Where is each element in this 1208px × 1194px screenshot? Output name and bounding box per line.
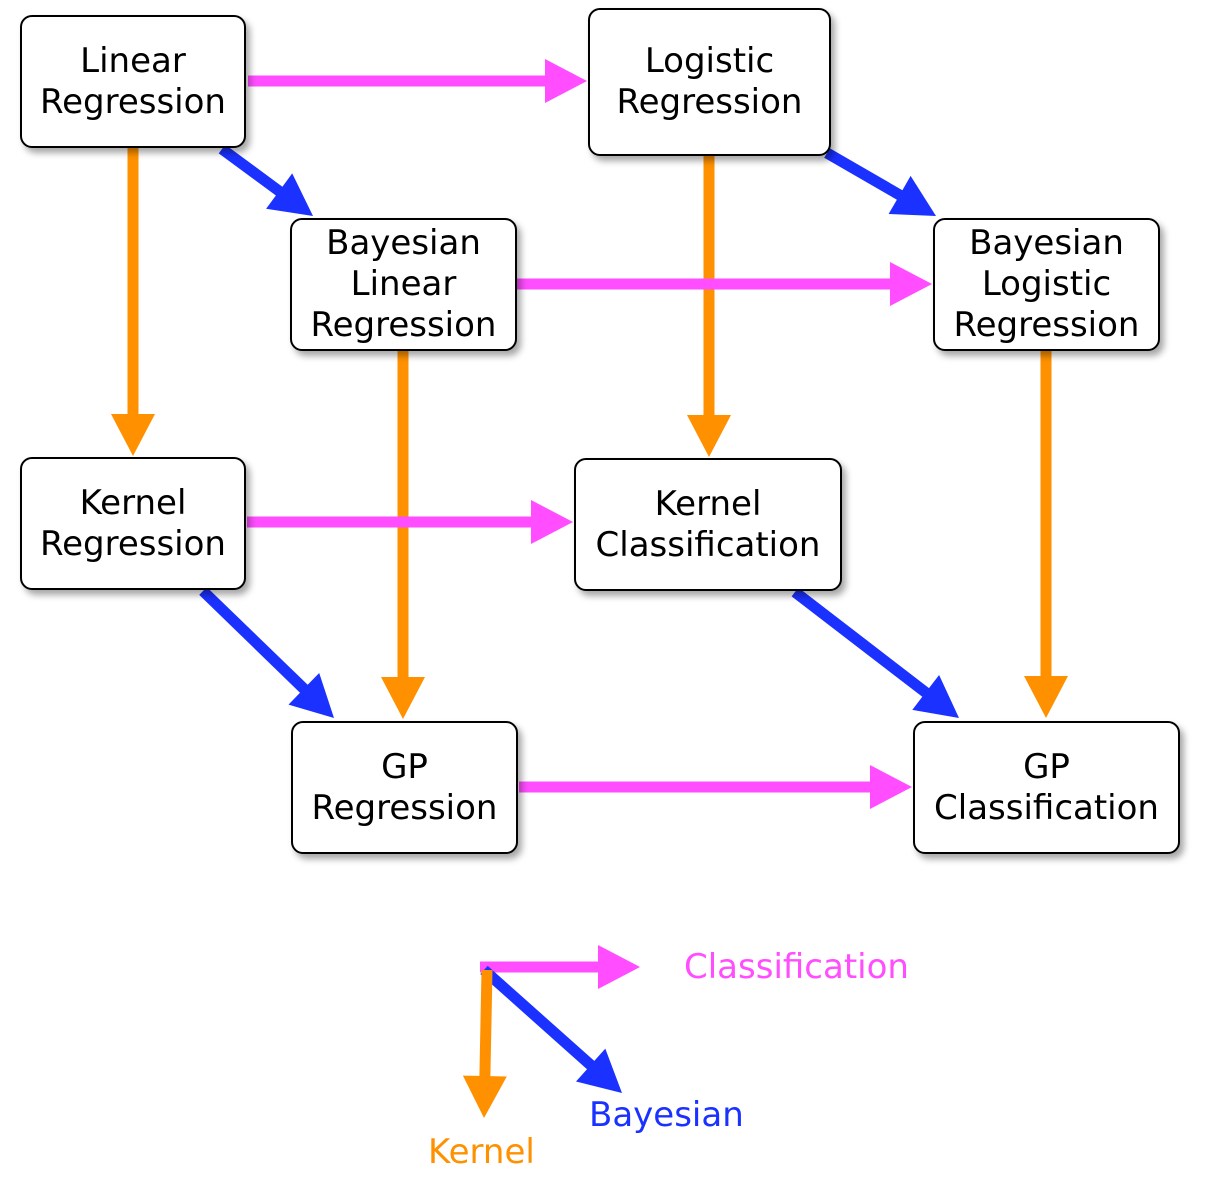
legend-arrow-kernel	[462, 969, 507, 1118]
legend-label-kernel: Kernel	[428, 1132, 535, 1172]
node-label-line: Bayesian	[969, 223, 1124, 263]
bayesian-arrow-linear-regression-to-bayesian-linear-regression	[218, 144, 313, 216]
kernel-arrow-logistic-regression-to-kernel-classification	[687, 156, 731, 457]
bayesian-arrow-kernel-regression-to-gp-regression	[199, 587, 334, 718]
classification-arrow-kernel-regression-to-kernel-classification	[247, 500, 573, 544]
legend-arrow-classification	[480, 945, 640, 989]
node-label-line: Regression	[40, 81, 226, 122]
node-label-line: Logistic	[981, 264, 1112, 304]
node-label-line: Kernel	[79, 482, 187, 523]
kernel-arrow-bayesian-logistic-regression-to-gp-classification	[1024, 351, 1068, 718]
classification-arrow-bayesian-linear-regression-to-bayesian-logistic-regression	[517, 262, 932, 306]
legend-arrows	[462, 945, 640, 1118]
node-label-line: Linear	[350, 264, 457, 304]
node-label-line: Regression	[311, 787, 498, 828]
legend-label-classification: Classification	[684, 947, 909, 987]
classification-arrow-linear-regression-to-logistic-regression	[248, 59, 587, 103]
node-label-line: GP	[1023, 746, 1070, 787]
node-label-line: Classification	[595, 524, 821, 565]
classification-arrow-gp-regression-to-gp-classification	[519, 765, 912, 809]
node-label-line: Regression	[40, 523, 226, 564]
kernel-arrow-linear-regression-to-kernel-regression	[111, 148, 155, 456]
kernel-arrow-bayesian-linear-regression-to-gp-regression	[381, 351, 425, 719]
legend-arrow-bayesian	[480, 965, 622, 1093]
node-label-line: Logistic	[644, 41, 775, 81]
node-label-line: Bayesian	[326, 223, 481, 263]
node-label-line: GP	[381, 746, 428, 787]
node-label-line: Regression	[953, 305, 1140, 345]
bayesian-arrow-logistic-regression-to-bayesian-logistic-regression	[824, 148, 936, 216]
edge-layer	[111, 59, 1068, 809]
node-label-line: Regression	[310, 305, 497, 345]
node-label-line: Kernel	[654, 483, 762, 524]
bayesian-arrow-kernel-classification-to-gp-classification	[791, 587, 959, 718]
legend-label-bayesian: Bayesian	[589, 1095, 744, 1135]
node-label-line: Regression	[616, 82, 803, 122]
node-label-line: Linear	[80, 40, 186, 81]
node-label-line: Classification	[934, 787, 1159, 828]
